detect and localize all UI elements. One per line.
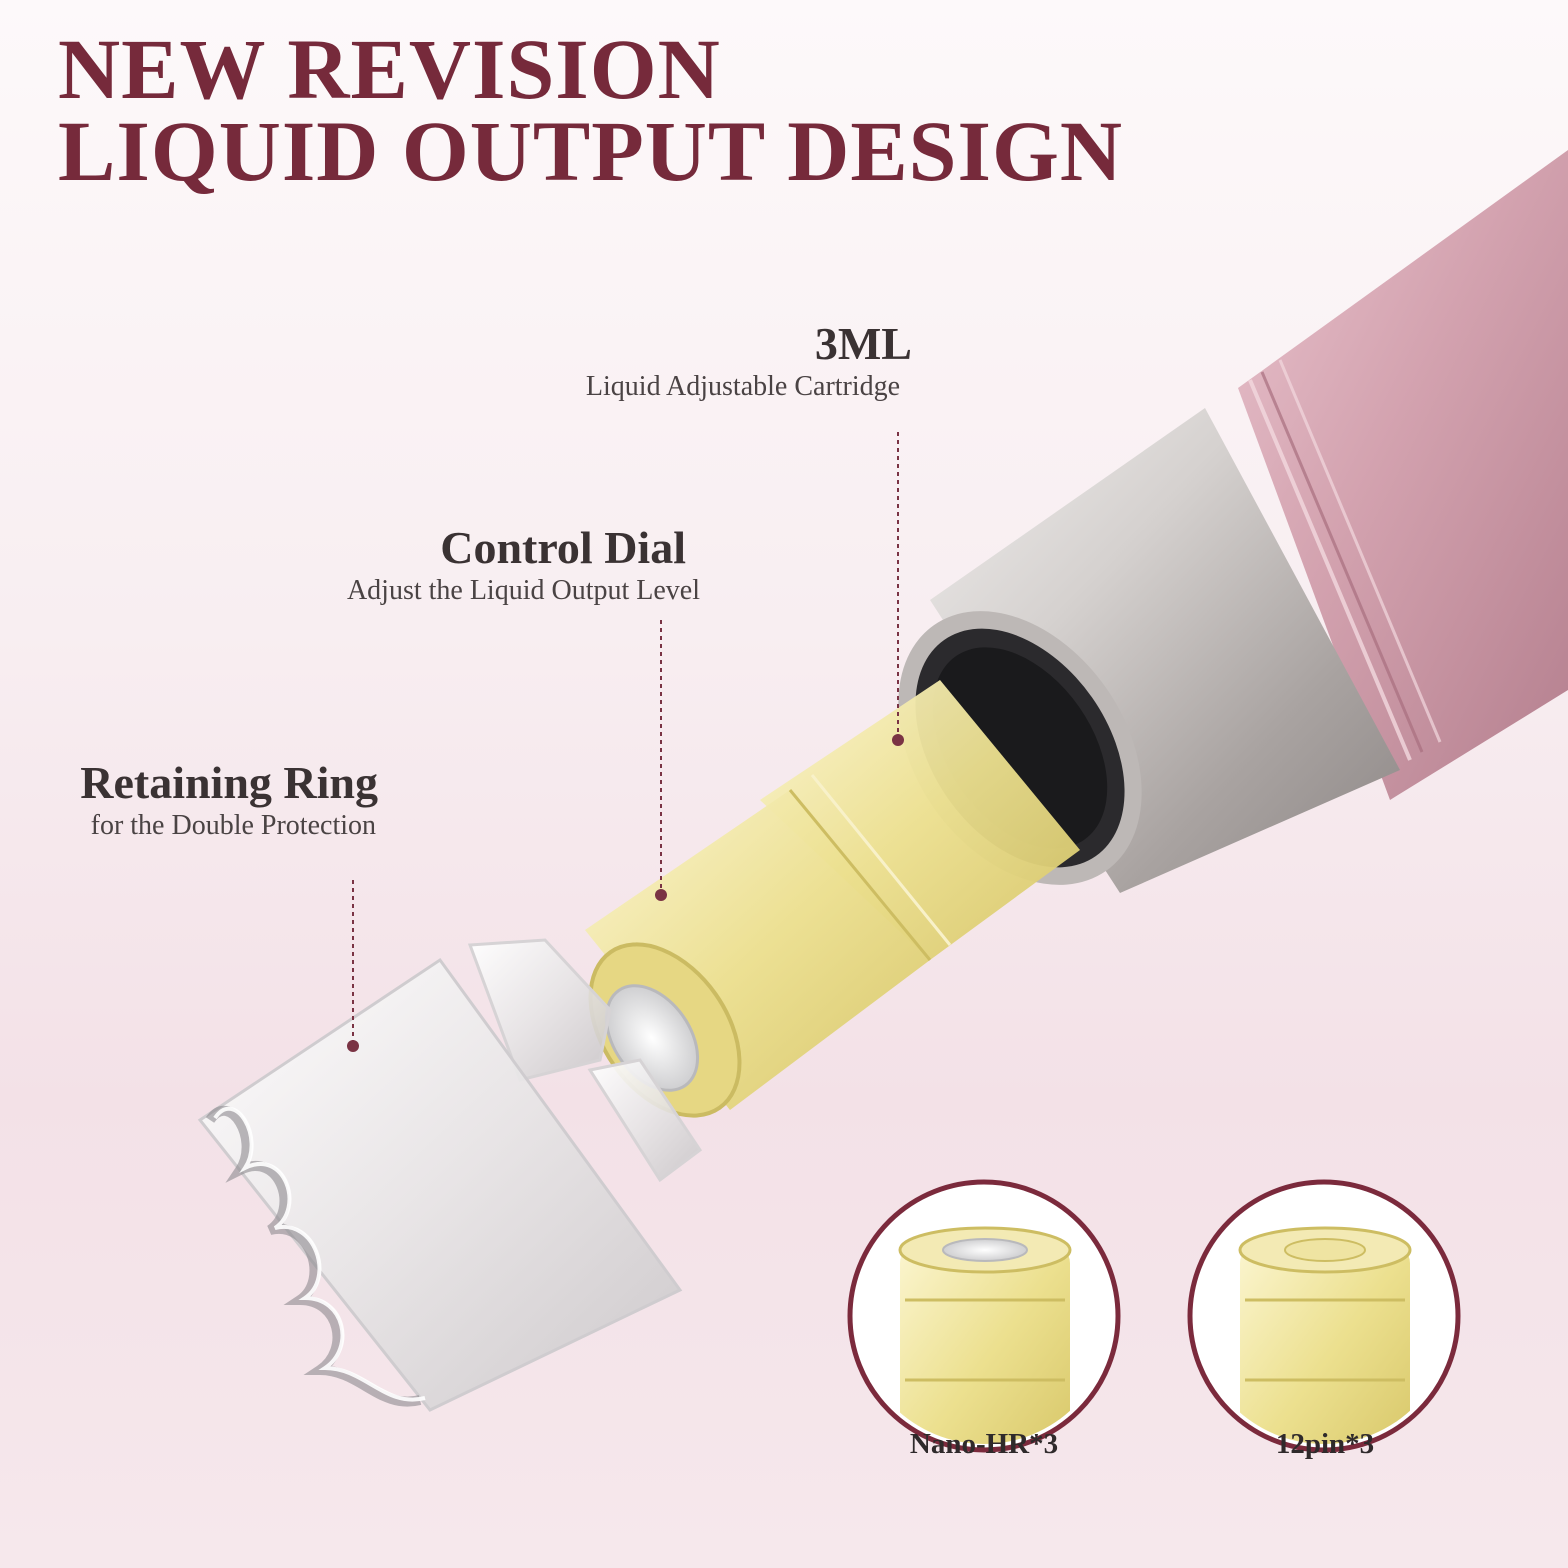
callout-retaining-ring: Retaining Ring for the Double Protection [16,757,378,843]
callout-retaining-ring-title: Retaining Ring [80,757,378,808]
leader-dot-cartridge [892,734,904,746]
variant-nano-hr-image [847,1179,1121,1453]
headline-line-1: NEW REVISION [58,21,721,117]
callout-control-dial-subtitle: Adjust the Liquid Output Level [346,575,700,606]
headline: NEW REVISION LIQUID OUTPUT DESIGN [58,21,1123,199]
liquid-cartridge [585,680,1080,1118]
callout-cartridge: 3ML Liquid Adjustable Cartridge [560,318,926,404]
variant-label-nano-hr: Nano-HR*3 [909,1428,1059,1460]
callout-cartridge-subtitle: Liquid Adjustable Cartridge [585,371,901,402]
pen-body [1238,150,1568,800]
leader-dot-ring [347,1040,359,1052]
callout-cartridge-title: 3ML [814,318,912,369]
variant-label-12pin: 12pin*3 [1275,1428,1375,1460]
leader-dot-dial [655,889,667,901]
callout-control-dial: Control Dial Adjust the Liquid Output Le… [286,522,700,608]
headline-line-2: LIQUID OUTPUT DESIGN [58,103,1123,199]
leader-lines [347,432,904,1052]
retaining-ring [197,938,703,1412]
callout-control-dial-title: Control Dial [440,522,686,573]
callout-retaining-ring-subtitle: for the Double Protection [90,810,376,841]
variant-12pin-image [1187,1179,1461,1453]
